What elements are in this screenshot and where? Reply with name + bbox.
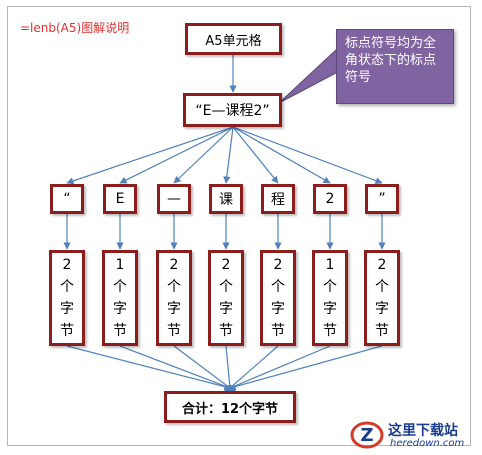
connector-bytes-total [229,345,279,389]
char-box: ” [365,184,399,214]
total-box: 合计：12个字节 [164,391,296,423]
svg-text:Z: Z [360,425,373,446]
connector-bytes-total [66,345,231,389]
watermark-logo: Z 这里下载站 heredown.com [350,418,476,452]
diagram-frame [7,6,471,446]
cell-box: A5单元格 [185,23,282,55]
value-box: “E—课程2” [183,93,282,127]
connector-bytes-total [173,345,231,389]
char-box: — [157,184,191,214]
connector-bytes-total [229,345,383,389]
char-box: 2 [313,184,347,214]
connector-bytes-total [225,345,231,389]
char-box: E [103,184,137,214]
connector-value-char [66,126,234,185]
char-box: 程 [261,184,295,214]
watermark-url: heredown.com [390,438,465,449]
logo-mark-icon: Z [350,421,384,449]
note-callout: 标点符号均为全角状态下的标点符号 [336,29,454,104]
connector-value-char [119,126,234,184]
char-box: 课 [209,184,243,214]
connector-value-char [232,126,383,185]
note-pointer [278,46,339,104]
connector-bytes-total [119,345,231,389]
char-box: “ [50,184,84,214]
watermark-title: 这里下载站 [388,423,458,439]
connector-value-char [173,126,234,184]
connector-value-char [223,126,234,184]
diagram-caption: =lenb(A5)图解说明 [20,21,130,35]
connector-value-char [232,126,331,184]
connector-bytes-total [229,345,331,389]
connector-value-char [232,126,279,184]
